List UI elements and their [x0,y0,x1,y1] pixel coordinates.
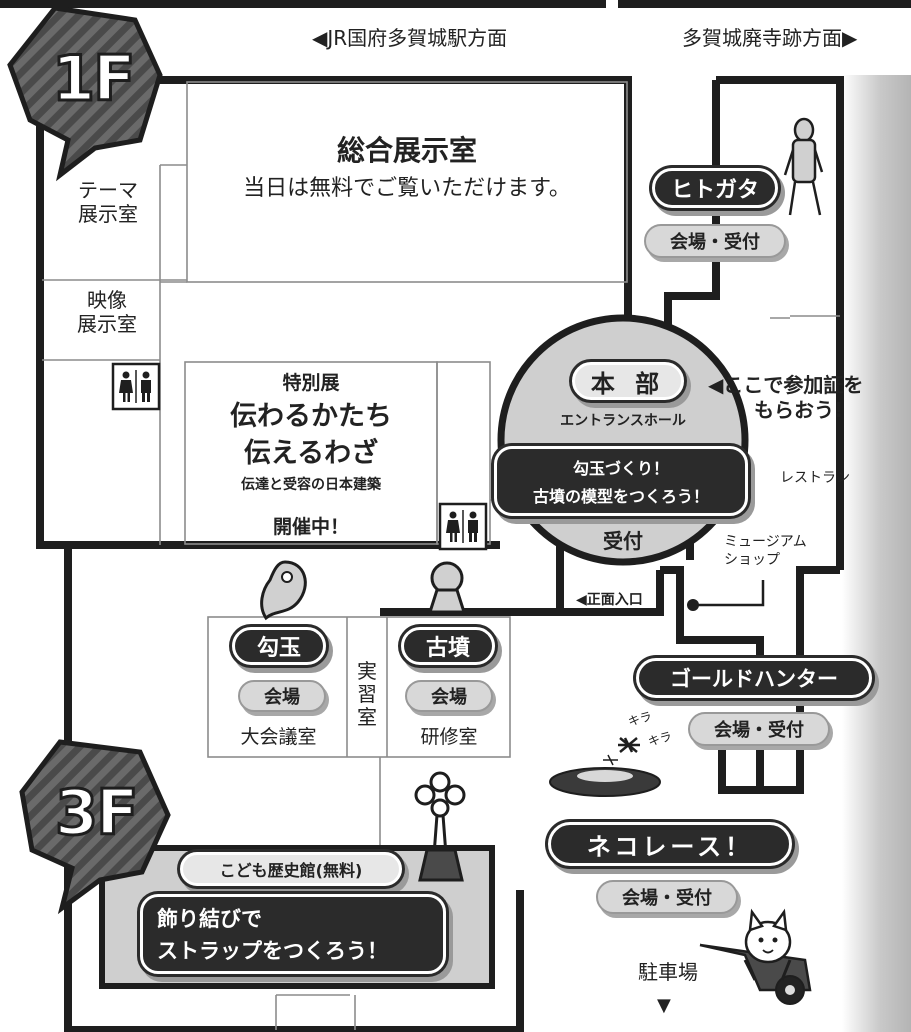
magatama-badge: 勾玉 [232,627,326,665]
keyhole-kofun-icon [427,561,467,614]
shop-pointer-dot [687,599,699,611]
hq-badge: 本 部 [572,362,684,400]
corridor-partitions [770,315,840,319]
museum-shop-label: ミュージアム ショップ [724,534,807,569]
video-room-label: 映像 展示室 [62,288,152,336]
kids-workshop-box: 飾り結びで ストラップをつくろう！ [140,894,446,974]
main-hall-note: 当日は無料でご覧いただけます。 [243,176,571,201]
gold-hunter-venue-text: 会場・受付 [714,720,804,741]
special-status: 開催中！ [272,516,349,538]
special-title-1: 伝わるかたち [230,401,392,432]
special-subtitle: 伝達と受容の日本建築 [241,477,381,493]
special-title-2: 伝えるわざ [243,438,379,469]
entrance-hall-circle [497,314,749,566]
top-bar-right [618,0,911,8]
kofun-badge: 古墳 [401,627,495,665]
parking-label: 駐車場 [638,960,698,984]
gold-hunter-text: ゴールドハンター [670,667,838,691]
kids-workshop-line2: ストラップをつくろう！ [157,939,388,963]
conference-room-label: 大会議室 [240,726,317,748]
gold-hunter-venue: 会場・受付 [688,712,830,746]
kids-hall-badge: こども歴史館(無料) [180,852,402,886]
kids-hall-text: こども歴史館(無料) [219,861,363,880]
neko-race-venue: 会場・受付 [596,880,738,914]
hq-text: 本 部 [590,369,666,398]
hitogata-badge: ヒトガタ [652,168,778,208]
gold-hunter-badge: ゴールドハンター [636,658,872,698]
parking-arrow: ▼ [657,995,671,1016]
main-hall-name: 総合展示室 [336,134,477,167]
hitogata-venue-text: 会場・受付 [670,232,760,253]
theme-room-line2: 展示室 [78,202,138,226]
kofun-venue-text: 会場 [431,687,467,708]
top-bar-left [0,0,606,8]
video-room-line2: 展示室 [77,312,137,336]
restroom-icon [438,502,488,551]
floor-1f-badge [7,5,163,182]
floor-3f-label: 3F [54,775,140,851]
practice-char-1: 実 [357,659,377,683]
floor-3f-text: 3F [54,775,140,851]
hq-workshop-line2: 古墳の模型をつくろう！ [532,487,709,506]
training-room-label: 研修室 [420,726,478,748]
hq-workshop-line1: 勾玉づくり！ [572,459,669,478]
practice-char-3: 室 [357,705,377,729]
kofun-text: 古墳 [425,636,470,661]
magatama-venue-text: 会場 [264,687,300,708]
neko-race-badge: ネコレース！ [548,822,792,866]
restroom-icon [111,362,161,411]
magatama-text: 勾玉 [256,636,301,661]
register-line1: ◀ここで参加証を [708,373,864,397]
hq-workshop-box: 勾玉づくり！ 古墳の模型をつくろう！ [494,446,748,516]
outdoor-strip [842,75,911,1032]
video-room-line1: 映像 [87,288,127,312]
direction-right: 多賀城廃寺跡方面▶ [682,26,858,50]
practice-char-2: 習 [357,682,377,706]
magatama-icon [260,560,307,621]
decorative-knot-icon [414,771,466,882]
hitogata-venue: 会場・受付 [644,224,786,258]
entrance-label: ◀正面入口 [576,592,643,608]
practice-room-label: 実 習 室 [350,660,384,729]
floor-1f-text: 1F [51,41,137,117]
floor-3f-badge [19,739,171,915]
shop-line1: ミュージアム [724,534,807,550]
kofun-venue: 会場 [405,680,493,712]
entrance-hall-label: エントランスホール [560,413,686,429]
magatama-venue: 会場 [238,680,326,712]
register-line2: もらおう! [754,398,844,422]
haniwa-figure-icon [783,117,824,216]
shop-pointer-line [693,580,765,607]
neko-race-text: ネコレース！ [586,832,754,861]
cat-wheelbarrow-icon [699,908,812,1005]
register-note: ◀ここで参加証を もらおう! [708,373,863,423]
direction-left: ◀JR国府多賀城駅方面 [312,26,508,50]
neko-race-venue-text: 会場・受付 [622,888,712,909]
theme-room-label: テーマ 展示室 [66,178,150,226]
hitogata-text: ヒトガタ [670,178,759,203]
theme-room-line1: テーマ [78,178,138,202]
gold-pan-icon [549,737,661,797]
restaurant-label: レストラン [780,470,850,486]
hq-reception: 受付 [603,529,643,553]
special-label: 特別展 [282,372,340,394]
shop-line2: ショップ [724,551,780,568]
kids-workshop-line1: 飾り結びで [157,907,262,931]
floor-1f-label: 1F [51,41,137,117]
